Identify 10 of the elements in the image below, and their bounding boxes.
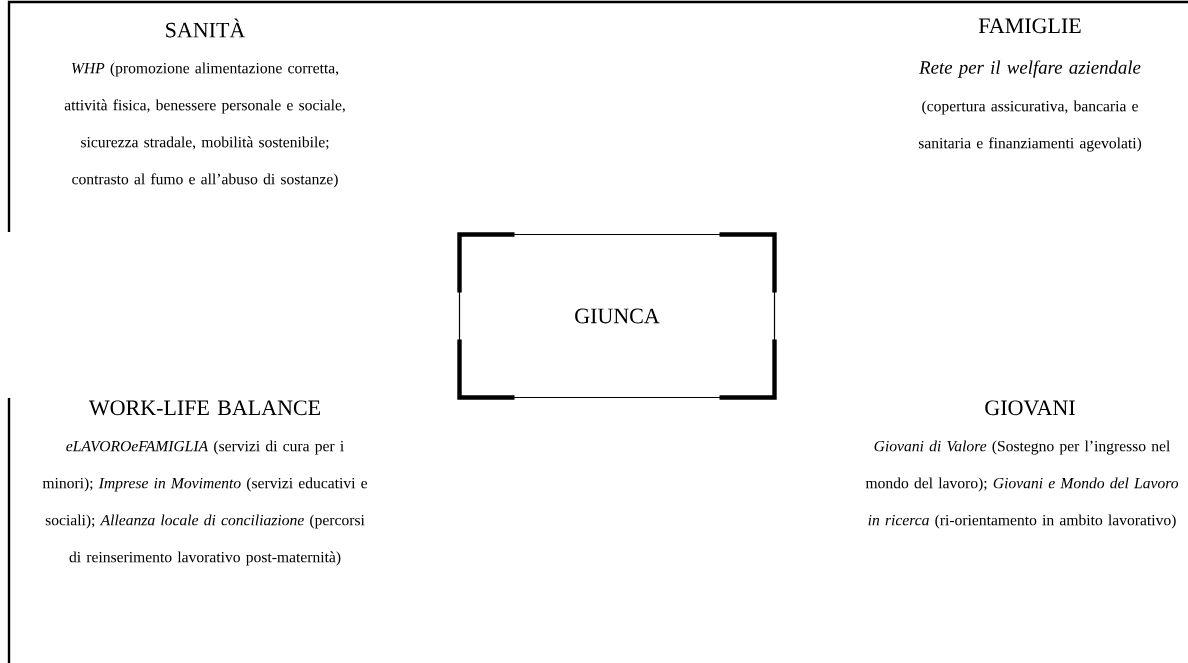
section-heading: SANITÀ — [166, 18, 246, 38]
description-text: Giovani di Valore (Sostegno per l’ingresso nel mondo del lavoro); Giovani e Mondo del Lavoro in ricerca (ri-orientamento in ambito lavorativo) — [865, 440, 1179, 529]
description-text: eLAVOROeFAMIGLIA (servizi di cura per i minori); Imprese in Movimento (servizi educativi e sociali); Alleanza locale di conciliazione (percorsi di reinserimento lavorativo post-maternità) — [42, 440, 368, 566]
section-heading: WORK-LIFE BALANCE — [88, 400, 320, 416]
program-name: Rete per il welfare aziendale — [919, 60, 1141, 78]
section-heading: GIOVANI — [985, 400, 1075, 416]
section-heading: FAMIGLIE — [978, 18, 1081, 34]
center-box: GIUNCA — [457, 232, 777, 400]
description-text: (copertura assicurativa, bancaria e sanitaria e finanziamenti agevolati) — [918, 100, 1142, 152]
description-text: WHP (promozione alimentazione corretta, attività fisica, benessere personale e sociale, sicurezza stradale, mobilità sostenibile; contrasto al fumo e all’abuso di sostanze) — [64, 62, 345, 188]
